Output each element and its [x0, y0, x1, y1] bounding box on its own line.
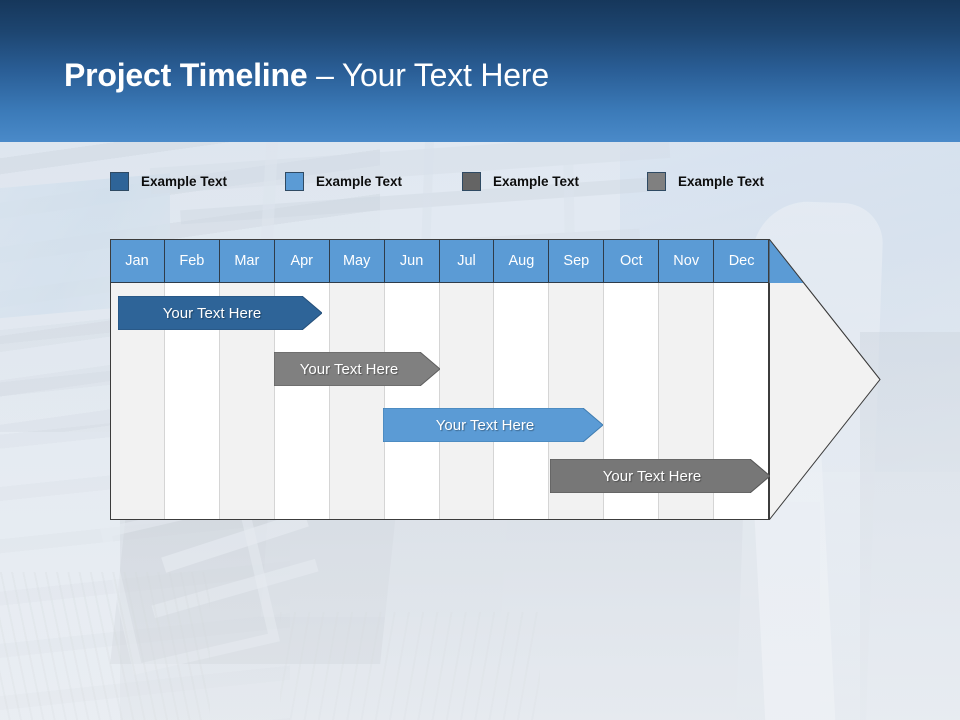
- legend-swatch-icon: [285, 171, 304, 191]
- month-header-nov: Nov: [659, 239, 715, 283]
- month-column-feb: Feb: [164, 239, 220, 520]
- legend: Example Text Example Text Example Text E…: [110, 170, 810, 194]
- task-bar-shape: [550, 459, 770, 493]
- month-header-aug: Aug: [494, 239, 550, 283]
- month-column-aug: Aug: [494, 239, 550, 520]
- gantt-chart: Jan Feb Mar Apr May Jun Jul Aug Sep Oct …: [110, 239, 770, 520]
- page-title: Project Timeline – Your Text Here: [64, 57, 549, 94]
- task-bar-4[interactable]: Your Text Here: [550, 459, 770, 493]
- task-bar-3[interactable]: Your Text Here: [383, 408, 603, 442]
- legend-label: Example Text: [141, 173, 228, 189]
- legend-item-2[interactable]: Example Text: [285, 170, 402, 192]
- title-banner: Project Timeline – Your Text Here: [0, 0, 960, 142]
- month-header-feb: Feb: [164, 239, 220, 283]
- task-bar-shape: [274, 352, 440, 386]
- month-header-may: May: [329, 239, 385, 283]
- legend-item-3[interactable]: Example Text: [462, 170, 579, 192]
- month-header-dec: Dec: [714, 239, 770, 283]
- task-bar-label: Your Text Here: [435, 416, 535, 434]
- page-title-strong: Project Timeline: [64, 57, 317, 93]
- legend-swatch-icon: [647, 171, 666, 191]
- month-column-mar: Mar: [219, 239, 275, 520]
- month-columns: Jan Feb Mar Apr May Jun Jul Aug Sep Oct …: [110, 239, 770, 520]
- month-header-jun: Jun: [384, 239, 440, 283]
- month-header-oct: Oct: [604, 239, 660, 283]
- task-bar-shape: [118, 296, 322, 330]
- month-header-jan: Jan: [110, 239, 165, 283]
- task-bar-1[interactable]: Your Text Here: [118, 296, 322, 330]
- page-title-light: Your Text Here: [341, 57, 549, 93]
- month-header-sep: Sep: [549, 239, 605, 283]
- task-bar-label: Your Text Here: [299, 360, 399, 378]
- month-column-jan: Jan: [110, 239, 165, 520]
- legend-swatch-icon: [462, 171, 481, 191]
- chart-border: [110, 239, 769, 520]
- legend-swatch-icon: [110, 171, 129, 191]
- month-header-apr: Apr: [274, 239, 330, 283]
- legend-item-4[interactable]: Example Text: [647, 170, 764, 192]
- page-title-separator: –: [316, 57, 342, 93]
- task-bar-label: Your Text Here: [162, 304, 262, 322]
- month-header-mar: Mar: [219, 239, 275, 283]
- legend-label: Example Text: [316, 173, 403, 189]
- month-header-jul: Jul: [439, 239, 495, 283]
- month-column-jul: Jul: [439, 239, 495, 520]
- legend-label: Example Text: [678, 173, 765, 189]
- task-bar-label: Your Text Here: [602, 467, 702, 485]
- task-bar-shape: [383, 408, 603, 442]
- timeline-arrow-head: [769, 239, 881, 520]
- legend-label: Example Text: [493, 173, 580, 189]
- task-bar-2[interactable]: Your Text Here: [274, 352, 440, 386]
- legend-item-1[interactable]: Example Text: [110, 170, 227, 192]
